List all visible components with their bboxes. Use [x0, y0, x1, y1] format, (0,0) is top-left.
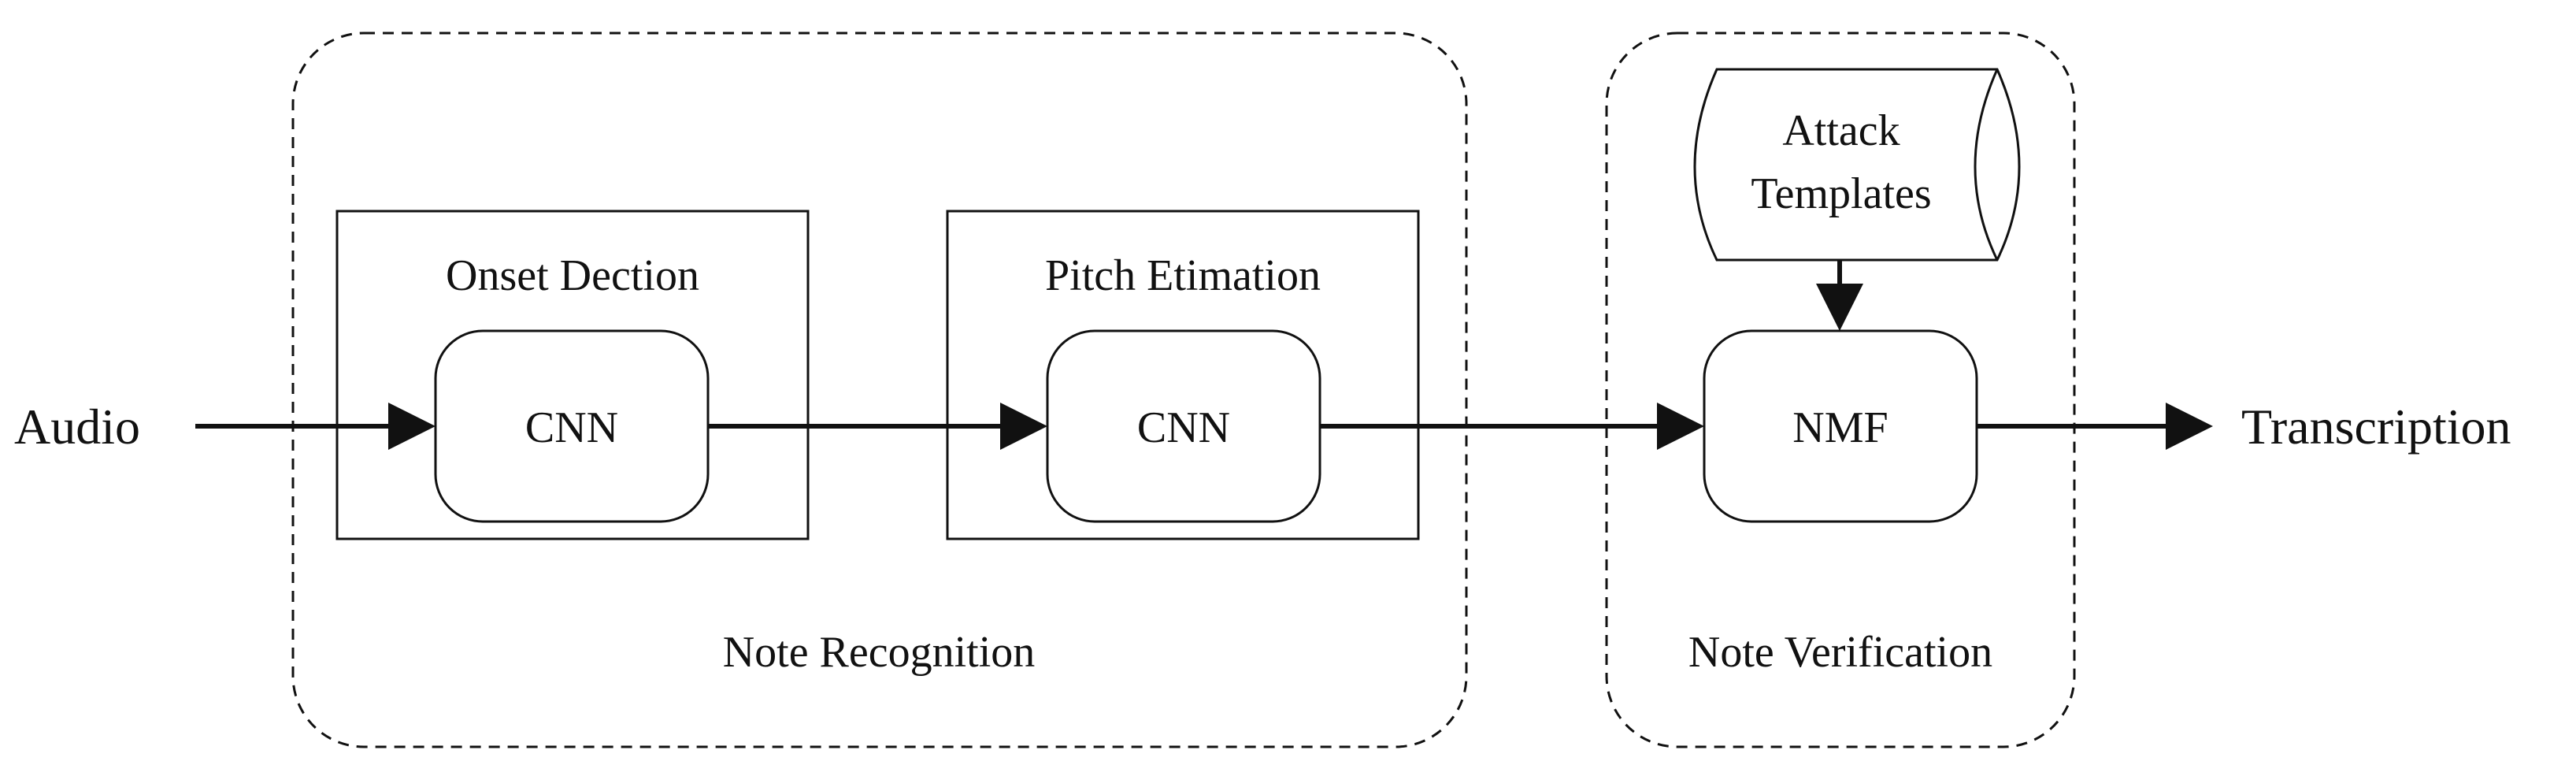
audio-input-label: Audio	[14, 399, 140, 455]
nmf-label: NMF	[1792, 403, 1888, 452]
onset-cnn-label: CNN	[525, 403, 618, 452]
attack-templates-label-line2: Templates	[1751, 169, 1931, 218]
onset-detection-title: Onset Dection	[446, 251, 699, 300]
transcription-output-label: Transcription	[2241, 399, 2511, 455]
note-recognition-label: Note Recognition	[723, 628, 1036, 677]
attack-templates-storage-edge	[1974, 69, 1999, 261]
pitch-estimation-title: Pitch Etimation	[1045, 251, 1321, 300]
attack-templates-storage	[1693, 68, 2021, 262]
note-verification-group	[1605, 32, 2076, 748]
attack-templates-label-line1: Attack	[1782, 106, 1900, 155]
pitch-cnn-label: CNN	[1137, 403, 1230, 452]
onset-detection-box	[335, 210, 810, 540]
pitch-estimation-box	[946, 210, 1420, 540]
note-recognition-group	[291, 32, 1468, 748]
note-verification-label: Note Verification	[1688, 628, 1992, 677]
